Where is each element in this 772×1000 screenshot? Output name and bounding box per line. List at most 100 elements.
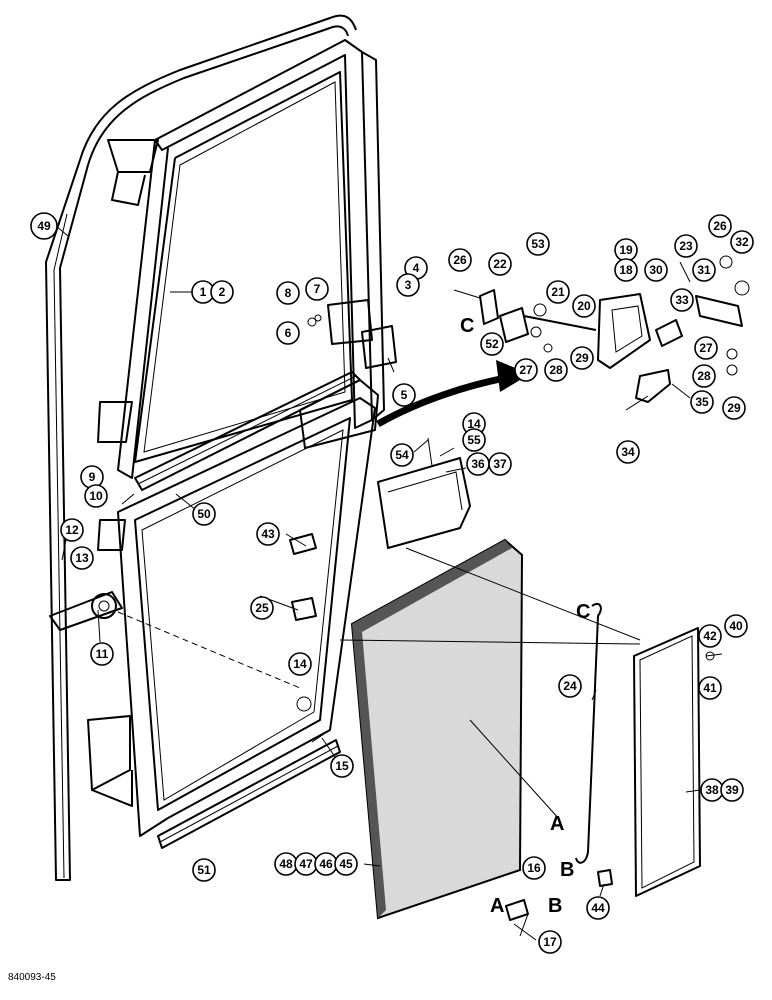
callout-45: 45 bbox=[334, 852, 358, 876]
callout-5: 5 bbox=[392, 383, 416, 407]
callout-35: 35 bbox=[690, 390, 714, 414]
callout-33: 33 bbox=[670, 288, 694, 312]
callout-55: 55 bbox=[462, 428, 486, 452]
callout-44: 44 bbox=[586, 896, 610, 920]
svg-text:14: 14 bbox=[467, 417, 481, 431]
svg-text:25: 25 bbox=[255, 601, 269, 615]
bottom-seal-strip bbox=[157, 739, 341, 849]
callout-25: 25 bbox=[250, 596, 274, 620]
svg-text:44: 44 bbox=[591, 901, 605, 915]
leader-lines bbox=[55, 225, 701, 941]
ref-letter-a: A bbox=[550, 813, 564, 835]
svg-text:37: 37 bbox=[493, 457, 507, 471]
callout-40: 40 bbox=[724, 614, 748, 638]
callout-17: 17 bbox=[538, 930, 562, 954]
svg-text:45: 45 bbox=[339, 857, 353, 871]
callout-20: 20 bbox=[572, 294, 596, 318]
svg-text:15: 15 bbox=[335, 759, 349, 773]
svg-text:6: 6 bbox=[285, 326, 292, 340]
callout-21: 21 bbox=[546, 280, 570, 304]
callout-11: 11 bbox=[90, 642, 114, 666]
svg-text:3: 3 bbox=[405, 278, 412, 292]
callout-36: 36 bbox=[466, 452, 490, 476]
svg-text:51: 51 bbox=[197, 863, 211, 877]
svg-text:28: 28 bbox=[697, 369, 711, 383]
svg-text:17: 17 bbox=[543, 935, 557, 949]
svg-text:8: 8 bbox=[285, 286, 292, 300]
callout-15: 15 bbox=[330, 754, 354, 778]
callout-12: 12 bbox=[60, 518, 84, 542]
svg-text:22: 22 bbox=[493, 257, 507, 271]
callout-23: 23 bbox=[674, 234, 698, 258]
callout-16: 16 bbox=[522, 856, 546, 880]
ref-letter-c: C bbox=[576, 601, 590, 623]
figure-code: 840093-45 bbox=[8, 972, 56, 983]
svg-text:32: 32 bbox=[735, 235, 749, 249]
callout-18: 18 bbox=[614, 258, 638, 282]
svg-text:55: 55 bbox=[467, 433, 481, 447]
striker-plate bbox=[377, 437, 471, 549]
callout-51: 51 bbox=[192, 858, 216, 882]
hinge-bracket bbox=[307, 299, 397, 373]
ref-letter-a: A bbox=[490, 895, 504, 917]
callout-8: 8 bbox=[276, 281, 300, 305]
svg-text:26: 26 bbox=[453, 253, 467, 267]
callout-10: 10 bbox=[84, 484, 108, 508]
svg-text:54: 54 bbox=[395, 448, 409, 462]
callout-29: 29 bbox=[570, 346, 594, 370]
svg-text:20: 20 bbox=[577, 299, 591, 313]
svg-text:13: 13 bbox=[75, 551, 89, 565]
svg-text:24: 24 bbox=[563, 679, 577, 693]
svg-text:31: 31 bbox=[697, 263, 711, 277]
window-seal-strip bbox=[134, 371, 361, 491]
svg-text:19: 19 bbox=[619, 243, 633, 257]
callout-52: 52 bbox=[480, 332, 504, 356]
svg-text:12: 12 bbox=[65, 523, 79, 537]
latch-rod bbox=[575, 602, 602, 864]
svg-text:35: 35 bbox=[695, 395, 709, 409]
svg-text:28: 28 bbox=[549, 363, 563, 377]
ref-letter-b: B bbox=[548, 895, 562, 917]
door-panel bbox=[350, 538, 524, 920]
callout-2: 2 bbox=[210, 280, 234, 304]
callout-47: 47 bbox=[294, 852, 318, 876]
callout-43: 43 bbox=[256, 522, 280, 546]
svg-text:1: 1 bbox=[200, 285, 207, 299]
svg-text:53: 53 bbox=[531, 237, 545, 251]
svg-text:49: 49 bbox=[37, 219, 51, 233]
svg-text:33: 33 bbox=[675, 293, 689, 307]
svg-text:41: 41 bbox=[703, 681, 717, 695]
svg-text:46: 46 bbox=[319, 857, 333, 871]
svg-text:27: 27 bbox=[519, 363, 533, 377]
callout-9: 9 bbox=[80, 465, 104, 489]
svg-text:48: 48 bbox=[279, 857, 293, 871]
callout-29: 29 bbox=[722, 396, 746, 420]
callout-37: 37 bbox=[488, 452, 512, 476]
svg-text:21: 21 bbox=[551, 285, 565, 299]
callout-26: 26 bbox=[448, 248, 472, 272]
svg-text:26: 26 bbox=[713, 219, 727, 233]
callout-54: 54 bbox=[390, 443, 414, 467]
svg-text:27: 27 bbox=[699, 341, 713, 355]
callout-39: 39 bbox=[720, 778, 744, 802]
door-handle bbox=[49, 591, 301, 689]
svg-text:43: 43 bbox=[261, 527, 275, 541]
svg-text:29: 29 bbox=[727, 401, 741, 415]
svg-text:52: 52 bbox=[485, 337, 499, 351]
callout-19: 19 bbox=[614, 238, 638, 262]
svg-text:23: 23 bbox=[679, 239, 693, 253]
svg-text:7: 7 bbox=[314, 282, 321, 296]
callout-32: 32 bbox=[730, 230, 754, 254]
detail-arrow bbox=[376, 360, 530, 428]
svg-text:36: 36 bbox=[471, 457, 485, 471]
upper-door-frame bbox=[97, 39, 385, 479]
svg-text:47: 47 bbox=[299, 857, 313, 871]
svg-text:29: 29 bbox=[575, 351, 589, 365]
callout-31: 31 bbox=[692, 258, 716, 282]
ref-letter-c: C bbox=[460, 315, 474, 337]
callout-38: 38 bbox=[700, 778, 724, 802]
svg-text:40: 40 bbox=[729, 619, 743, 633]
svg-text:4: 4 bbox=[413, 261, 420, 275]
svg-text:10: 10 bbox=[89, 489, 103, 503]
